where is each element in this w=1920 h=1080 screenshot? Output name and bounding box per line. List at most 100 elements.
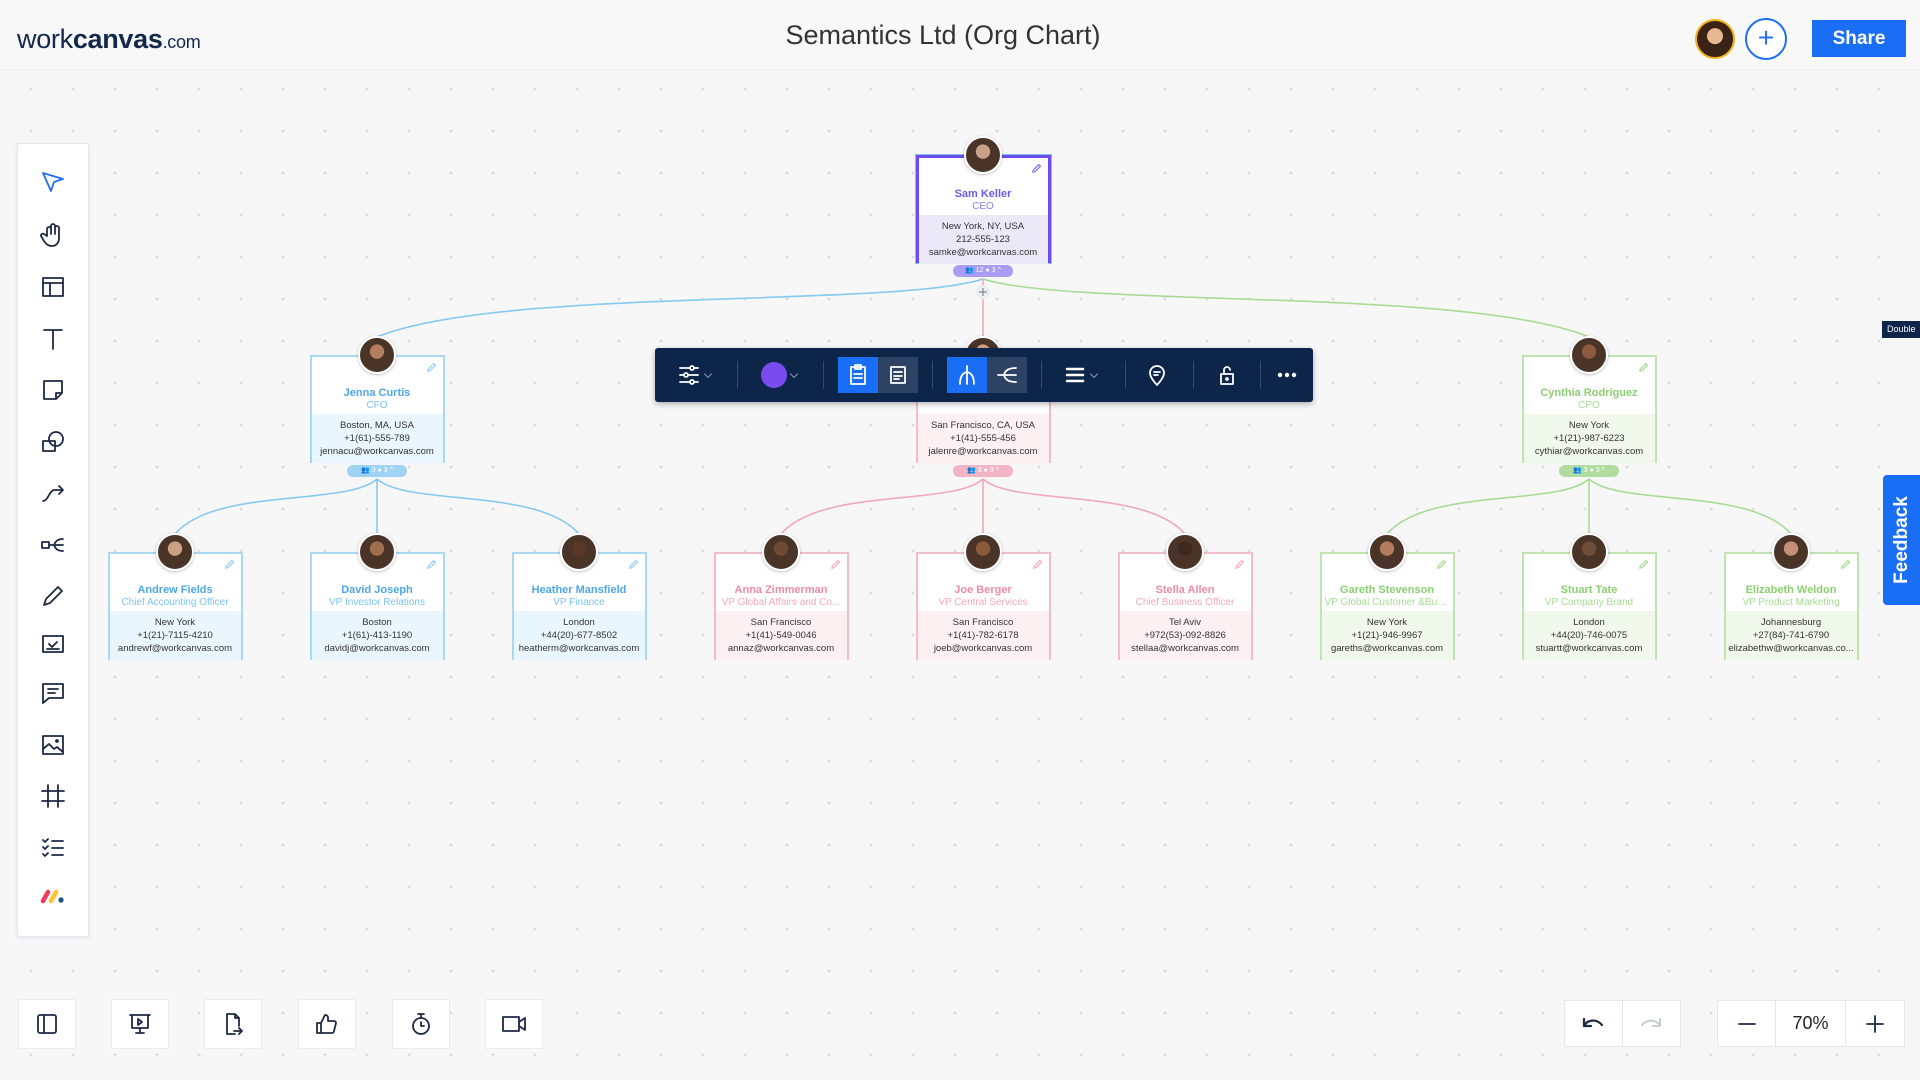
- redo-button[interactable]: [1623, 1001, 1681, 1046]
- workcanvas-logo[interactable]: workcanvas.com: [17, 24, 201, 55]
- collapse-icon[interactable]: ^: [389, 467, 393, 474]
- person-phone: +1(21)-987-6223: [1553, 433, 1625, 444]
- color-swatch: [761, 362, 787, 388]
- share-button[interactable]: Share: [1812, 20, 1906, 57]
- export-button[interactable]: [204, 999, 262, 1049]
- lock-button[interactable]: [1207, 357, 1247, 393]
- person-email: gareths@workcanvas.com: [1330, 643, 1444, 654]
- person-location: Boston: [362, 617, 392, 628]
- edit-pencil-icon[interactable]: [830, 559, 841, 570]
- map-pin-icon: [1149, 365, 1165, 386]
- org-card-cynthia[interactable]: Cynthia Rodriguez CPO New York +1(21)-98…: [1521, 355, 1657, 463]
- details-view-button[interactable]: [878, 357, 918, 393]
- frame-tool[interactable]: [36, 779, 70, 813]
- vote-button[interactable]: [298, 999, 356, 1049]
- zoom-out-button[interactable]: [1718, 1001, 1776, 1046]
- reports-badge[interactable]: 👥 3 ● 3 ^: [953, 465, 1013, 477]
- sidebar-panel-icon: [37, 1014, 57, 1034]
- board-title[interactable]: Semantics Ltd (Org Chart): [785, 20, 1101, 50]
- connector-tool[interactable]: [36, 476, 70, 510]
- card-view-button[interactable]: [838, 357, 878, 393]
- present-button[interactable]: [111, 999, 169, 1049]
- shapes-tool[interactable]: [36, 425, 70, 459]
- reports-badge[interactable]: 👥 12 ● 3 ^: [953, 265, 1013, 277]
- invite-plus-button[interactable]: +: [1745, 18, 1787, 60]
- vertical-layout-button[interactable]: [947, 357, 987, 393]
- video-camera-icon: [502, 1016, 526, 1032]
- template-tool[interactable]: [36, 270, 70, 304]
- zoom-controls: 70%: [1717, 1000, 1905, 1047]
- hand-icon: [40, 223, 60, 247]
- person-email: elizabethw@workcanvas.co...: [1728, 643, 1854, 654]
- edit-pencil-icon[interactable]: [1638, 559, 1649, 570]
- reports-badge[interactable]: 👥 3 ● 3 ^: [347, 465, 407, 477]
- align-dropdown[interactable]: [1053, 357, 1111, 393]
- person-avatar: [358, 533, 396, 571]
- collapse-icon[interactable]: ^: [997, 267, 1001, 274]
- zoom-level[interactable]: 70%: [1776, 1001, 1846, 1046]
- connector-line: [982, 478, 1186, 535]
- person-name: Heather Mansfield: [531, 584, 627, 596]
- edit-pencil-icon[interactable]: [628, 559, 639, 570]
- edit-pencil-icon[interactable]: [426, 362, 437, 373]
- person-title: CEO: [972, 201, 994, 212]
- edit-pencil-icon[interactable]: [1840, 559, 1851, 570]
- text-tool[interactable]: [36, 322, 70, 356]
- sliders-icon: [679, 365, 699, 385]
- location-pin-button[interactable]: [1137, 357, 1177, 393]
- select-tool[interactable]: [36, 164, 70, 198]
- edit-pencil-icon[interactable]: [1032, 559, 1043, 570]
- edit-pencil-icon[interactable]: [224, 559, 235, 570]
- org-card-andrew[interactable]: Andrew Fields Chief Accounting Officer N…: [107, 552, 243, 660]
- more-options-button[interactable]: [1267, 357, 1307, 393]
- task-tool[interactable]: [36, 627, 70, 661]
- monday-integration[interactable]: [36, 879, 70, 913]
- edit-pencil-icon[interactable]: [1031, 163, 1042, 174]
- person-location: Johannesburg: [1760, 617, 1822, 628]
- video-call-button[interactable]: [485, 999, 543, 1049]
- collapse-icon[interactable]: ^: [1601, 467, 1605, 474]
- connector-line: [1588, 478, 1792, 535]
- zoom-in-button[interactable]: [1846, 1001, 1904, 1046]
- hand-tool[interactable]: [36, 218, 70, 252]
- style-settings-dropdown[interactable]: [669, 357, 723, 393]
- pen-tool[interactable]: [36, 579, 70, 613]
- comment-tool[interactable]: [36, 676, 70, 710]
- edit-pencil-icon[interactable]: [1638, 362, 1649, 373]
- teams-count: 3: [977, 467, 982, 474]
- horizontal-layout-button[interactable]: [987, 357, 1027, 393]
- undo-button[interactable]: [1565, 1001, 1623, 1046]
- people-count: 3: [989, 467, 994, 474]
- org-card-gareth[interactable]: Gareth Stevenson VP Global Customer &Bus…: [1319, 552, 1455, 660]
- edit-pencil-icon[interactable]: [426, 559, 437, 570]
- teams-count: 3: [371, 467, 376, 474]
- user-avatar[interactable]: [1695, 19, 1735, 59]
- frame-icon: [41, 784, 65, 808]
- feedback-tab[interactable]: Feedback: [1883, 475, 1920, 605]
- collapse-icon[interactable]: ^: [995, 467, 999, 474]
- color-picker-dropdown[interactable]: [751, 357, 811, 393]
- org-card-anna[interactable]: Anna Zimmerman VP Global Affairs and Co.…: [713, 552, 849, 660]
- person-email: joeb@workcanvas.com: [933, 643, 1033, 654]
- toggle-panel-button[interactable]: [18, 999, 76, 1049]
- logo-text: work: [17, 24, 73, 54]
- sticky-note-icon: [43, 380, 63, 400]
- chevron-down-icon: [789, 373, 799, 378]
- mindmap-tool[interactable]: [36, 528, 70, 562]
- image-tool[interactable]: [36, 728, 70, 762]
- person-phone: +27(84)-741-6790: [1752, 630, 1830, 641]
- person-icon: ●: [983, 467, 988, 474]
- edit-pencil-icon[interactable]: [1234, 559, 1245, 570]
- people-count: 3: [991, 267, 996, 274]
- reports-badge[interactable]: 👥 3 ● 3 ^: [1559, 465, 1619, 477]
- person-title: Chief Business Officer: [1135, 597, 1235, 608]
- person-name: Stella Allen: [1155, 584, 1215, 596]
- person-avatar: [156, 533, 194, 571]
- sticky-note-tool[interactable]: [36, 373, 70, 407]
- list-tool[interactable]: [36, 830, 70, 864]
- thumbs-up-icon: [316, 1014, 337, 1034]
- people-count: 3: [1595, 467, 1600, 474]
- person-avatar: [762, 533, 800, 571]
- edit-pencil-icon[interactable]: [1436, 559, 1447, 570]
- timer-button[interactable]: [392, 999, 450, 1049]
